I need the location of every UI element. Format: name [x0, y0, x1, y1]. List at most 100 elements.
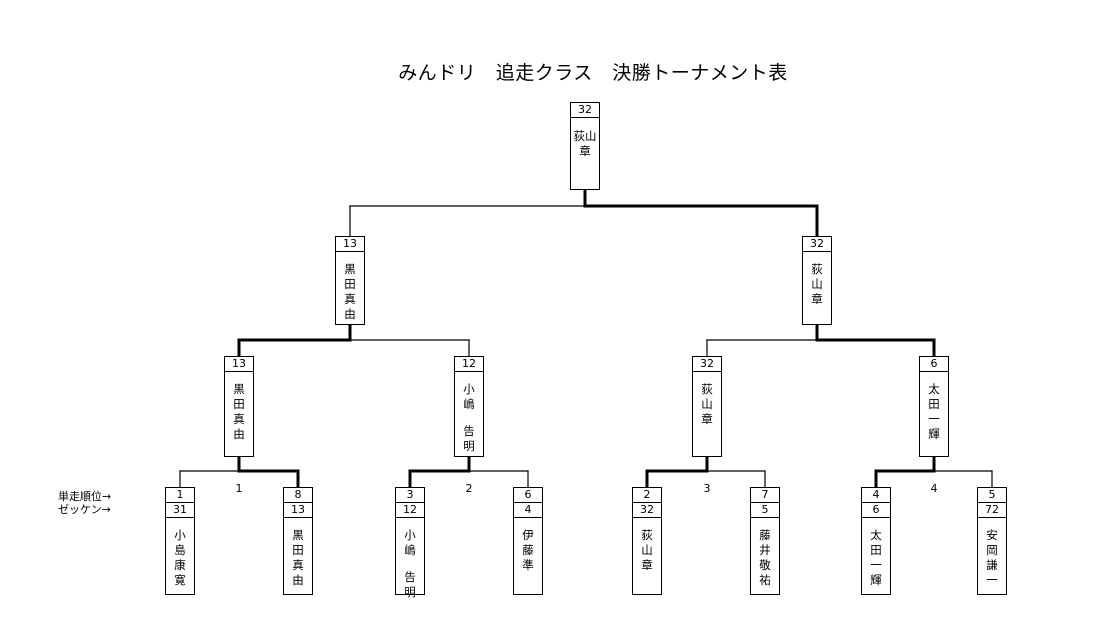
name-char: 祐 [759, 573, 771, 587]
rank-label: 単走順位→ [58, 490, 112, 503]
entrant-bib: 31 [166, 503, 194, 518]
name-char: 荻 [641, 528, 653, 542]
name-char: 井 [759, 543, 771, 557]
name-char: 荻 [811, 262, 823, 276]
name-char: 田 [344, 277, 356, 291]
name-char: 準 [522, 558, 534, 572]
name-char [455, 412, 483, 424]
entrant-bib: 13 [284, 503, 312, 518]
name-char: 山 [641, 543, 653, 557]
name-char: 明 [404, 585, 416, 599]
name-char: 輝 [870, 573, 882, 587]
entrant-rank: 1 [166, 488, 194, 503]
entrant-bib: 6 [862, 503, 890, 518]
entrant-rank: 2 [633, 488, 661, 503]
racer-name: 黒田真由 [336, 252, 364, 322]
name-char: 嶋 [404, 543, 416, 557]
name-char: 藤 [759, 528, 771, 542]
entrant-rank: 4 [862, 488, 890, 503]
match-number: 4 [930, 482, 938, 495]
name-char: 山 [701, 397, 713, 411]
racer-name: 伊藤準 [514, 518, 542, 573]
bib-label: ゼッケン→ [58, 503, 111, 516]
name-char: 謙 [986, 558, 998, 572]
racer-name: 荻山章 [693, 372, 721, 427]
name-char: 山 [811, 277, 823, 291]
name-char: 田 [233, 397, 245, 411]
entrant-bib: 72 [978, 503, 1006, 518]
name-char: 黒 [233, 382, 245, 396]
name-char: 黒 [292, 528, 304, 542]
racer-name: 荻山章 [571, 118, 599, 159]
quarterfinal-bib: 32 [693, 357, 721, 372]
racer-name: 小島康寛 [166, 518, 194, 588]
name-char: 告 [463, 424, 475, 438]
name-char: 章 [811, 292, 823, 306]
entrant-bib: 12 [396, 503, 424, 518]
match-number: 2 [465, 482, 473, 495]
name-char: 伊 [522, 528, 534, 542]
name-char: 藤 [522, 543, 534, 557]
name-char: 田 [928, 397, 940, 411]
name-char: 告 [404, 570, 416, 584]
name-char: 一 [870, 558, 882, 572]
name-char: 荻 [701, 382, 713, 396]
match-number: 1 [235, 482, 243, 495]
name-char: 小 [174, 528, 186, 542]
racer-name: 黒田真由 [225, 372, 253, 442]
name-char: 輝 [928, 427, 940, 441]
racer-name: 太田一輝 [862, 518, 890, 588]
name-char: 太 [870, 528, 882, 542]
name-char: 小 [463, 382, 475, 396]
name-char: 章 [701, 412, 713, 426]
entrant-rank: 6 [514, 488, 542, 503]
name-char: 敬 [759, 558, 771, 572]
entrant-bib: 4 [514, 503, 542, 518]
name-char: 寛 [174, 573, 186, 587]
quarterfinal-bib: 13 [225, 357, 253, 372]
name-char: 一 [928, 412, 940, 426]
name-char: 明 [463, 439, 475, 453]
name-char: 岡 [986, 543, 998, 557]
name-char: 田 [292, 543, 304, 557]
name-char: 嶋 [463, 397, 475, 411]
name-char: 太 [928, 382, 940, 396]
entrant-rank: 7 [751, 488, 779, 503]
entrant-bib: 32 [633, 503, 661, 518]
name-char: 安 [986, 528, 998, 542]
racer-name: 藤井敬祐 [751, 518, 779, 588]
entrant-rank: 5 [978, 488, 1006, 503]
racer-name: 荻山章 [633, 518, 661, 573]
name-char: 荻山 [573, 129, 597, 143]
racer-name: 小嶋告明 [455, 372, 483, 454]
name-char: 黒 [344, 262, 356, 276]
name-char: 章 [641, 558, 653, 572]
name-char: 康 [174, 558, 186, 572]
name-char [396, 558, 424, 570]
racer-name: 安岡謙一 [978, 518, 1006, 588]
page-title: みんドリ 追走クラス 決勝トーナメント表 [398, 62, 788, 84]
name-char: 小 [404, 528, 416, 542]
name-char: 田 [870, 543, 882, 557]
entrant-bib: 5 [751, 503, 779, 518]
name-char: 真 [292, 558, 304, 572]
name-char: 一 [986, 573, 998, 587]
racer-name: 太田一輝 [920, 372, 948, 442]
name-char: 由 [292, 573, 304, 587]
final-bib: 32 [571, 103, 599, 118]
entrant-rank: 8 [284, 488, 312, 503]
